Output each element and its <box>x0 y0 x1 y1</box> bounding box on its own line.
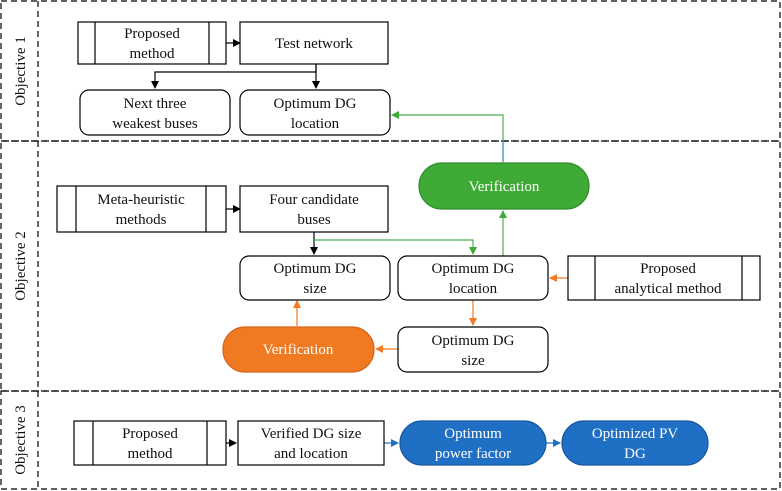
node-label-line: buses <box>297 212 330 228</box>
node-label-line: Proposed <box>640 261 696 277</box>
node-label-line: location <box>449 281 498 297</box>
node-label-line: method <box>128 446 173 462</box>
node-label-line: Verification <box>469 179 540 195</box>
node-o1-proposed-method: Proposed method <box>77 21 227 65</box>
svg-text:Verification: Verification <box>469 179 540 195</box>
node-label-line: Optimum DG <box>432 333 515 349</box>
node-o3-verified-dg-size-location: Verified DG size and location <box>237 420 385 466</box>
node-o2-verification-orange: Verification <box>222 326 375 373</box>
objective-3-label: Objective 3 <box>13 405 29 475</box>
node-label-line: size <box>461 353 485 369</box>
node-o2-optimum-dg-size-a: Optimum DG size <box>239 255 391 301</box>
objective-3-panel: Objective 3 <box>0 390 781 490</box>
node-o1-test-network: Test network <box>239 21 389 65</box>
node-o2-four-candidate-buses: Four candidate buses <box>239 185 389 233</box>
node-o3-proposed-method: Proposed method <box>73 420 227 466</box>
node-label-line: Proposed <box>124 26 180 42</box>
node-o2-optimum-dg-location: Optimum DG location <box>397 255 549 301</box>
node-label-line: Verified DG size <box>261 426 362 442</box>
node-label-line: method <box>130 46 175 62</box>
svg-text:Test network: Test network <box>275 36 353 52</box>
node-label-line: Optimum DG <box>432 261 515 277</box>
node-label-line: analytical method <box>614 281 722 297</box>
node-label-line: weakest buses <box>112 116 198 132</box>
arrow-verification-to-location <box>391 111 504 162</box>
node-label-line: Optimized PV <box>592 426 678 442</box>
arrow-split-to-next-three <box>151 64 317 89</box>
node-o2-optimum-dg-size-b: Optimum DG size <box>397 326 549 373</box>
node-label-line: DG <box>624 446 646 462</box>
node-label-line: Optimum DG <box>274 261 357 277</box>
node-label-line: Meta-heuristic <box>97 192 185 208</box>
node-label-line: methods <box>116 212 167 228</box>
node-label-line: Next three <box>124 96 187 112</box>
node-o1-optimum-dg-location: Optimum DG location <box>239 89 391 136</box>
node-o2-meta-heuristic-methods: Meta-heuristic methods <box>56 185 227 233</box>
node-o1-next-three-weakest-buses: Next three weakest buses <box>79 89 231 136</box>
node-label-line: Proposed <box>122 426 178 442</box>
node-label-line: Optimum <box>444 426 502 442</box>
objective-1-panel: Objective 1 <box>0 0 781 142</box>
node-o2-verification-green: Verification <box>418 162 590 210</box>
node-label-line: Four candidate <box>269 192 359 208</box>
node-o3-optimized-pv-dg: Optimized PV DG <box>561 420 709 466</box>
node-label-line: power factor <box>435 446 511 462</box>
objective-1-label: Objective 1 <box>13 36 29 106</box>
node-label-line: size <box>303 281 327 297</box>
objective-2-panel: Objective 2 <box>0 140 781 392</box>
node-o3-optimum-power-factor: Optimum power factor <box>399 420 547 466</box>
node-label-line: Test network <box>275 36 353 52</box>
node-label-line: and location <box>274 446 348 462</box>
svg-text:Verification: Verification <box>263 342 334 358</box>
node-label-line: Verification <box>263 342 334 358</box>
arrow-four-candidate-to-location <box>314 239 477 255</box>
node-label-line: Optimum DG <box>274 96 357 112</box>
node-o2-proposed-analytical-method: Proposed analytical method <box>567 255 761 301</box>
objective-2-label: Objective 2 <box>13 231 29 301</box>
node-label-line: location <box>291 116 340 132</box>
